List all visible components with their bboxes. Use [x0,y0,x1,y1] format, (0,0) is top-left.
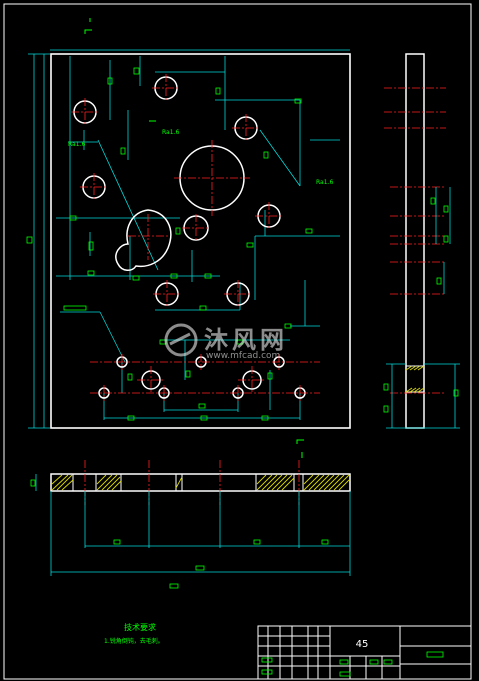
section-dividers [72,474,304,491]
center-lines [71,74,320,401]
side-text-markers [383,197,459,413]
side-view-outline [405,53,425,429]
watermark: 沐风网 www.mfcad.com [164,323,288,361]
side-view [383,53,460,429]
roughness-symbols: Ra1.6 Ra1.6 Ra1.6 [68,129,333,186]
tech-req-title: 技术要求 [124,622,156,632]
tech-req-item: 1.锐角倒钝，去毛刺。 [104,637,164,645]
material-cell: 45 [356,639,369,650]
side-hatch [405,365,425,393]
front-view: Ra1.6 Ra1.6 Ra1.6 [26,18,351,458]
section-markers [84,18,304,458]
section-hatching [51,474,350,491]
section-center-lines [84,460,300,505]
front-view-dimensions [28,49,350,429]
svg-text:Ra1.6: Ra1.6 [316,179,333,186]
drawing-frame [3,3,472,680]
section-dimensions [35,474,351,576]
title-block: 45 [257,625,472,680]
section-outline [50,473,351,492]
side-dimensions [386,187,460,429]
watermark-url: www.mfcad.com [206,351,280,361]
watermark-brand: 沐风网 [204,326,288,354]
technical-requirements: 技术要求 1.锐角倒钝，去毛刺。 [104,622,164,645]
side-hatch-lines [405,365,425,393]
section-text-markers [30,479,329,589]
plate-outline [50,53,351,429]
section-view [30,460,351,589]
svg-text:Ra1.6: Ra1.6 [68,141,85,148]
side-center-lines [384,87,446,394]
dimension-text-markers [26,67,313,421]
svg-text:Ra1.6: Ra1.6 [162,129,179,136]
